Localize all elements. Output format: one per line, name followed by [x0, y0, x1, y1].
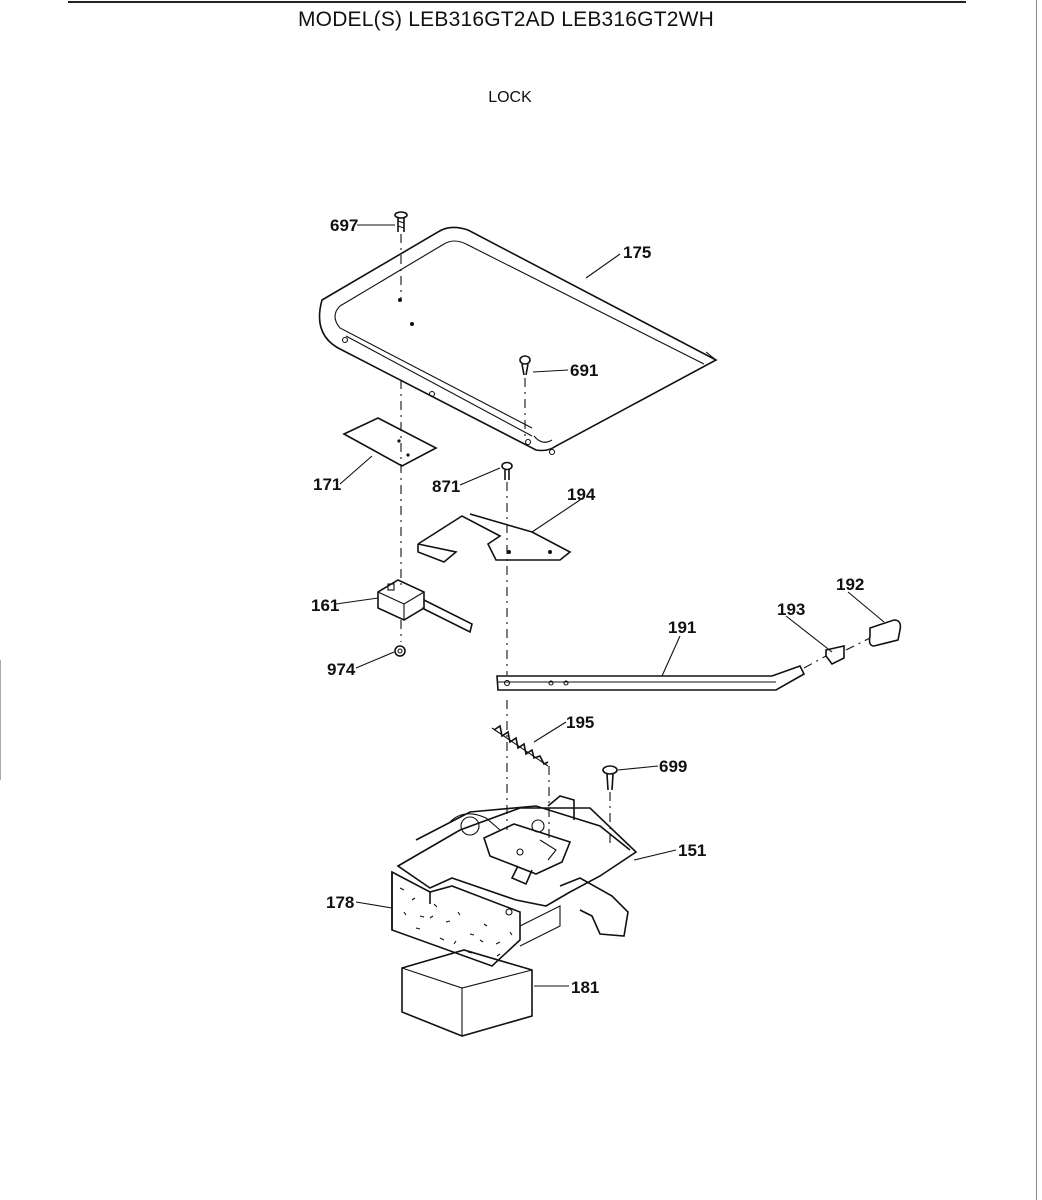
- callout-151: 151: [678, 841, 706, 860]
- callout-181: 181: [571, 978, 599, 997]
- part-871-screw: [501, 461, 513, 480]
- leader-lines: [335, 224, 885, 987]
- part-171-pad: [342, 417, 438, 467]
- callout-178: 178: [326, 893, 354, 912]
- callout-697: 697: [330, 216, 358, 235]
- callout-192: 192: [836, 575, 864, 594]
- model-numbers-title: MODEL(S) LEB316GT2AD LEB316GT2WH: [297, 8, 715, 31]
- part-191-rod: [496, 665, 806, 691]
- part-181-block: [401, 949, 533, 1037]
- part-195-spring: [491, 724, 549, 767]
- part-161-switch: [377, 579, 473, 634]
- callout-193: 193: [777, 600, 805, 619]
- section-title: LOCK: [488, 89, 532, 106]
- callout-161: 161: [311, 596, 339, 615]
- part-193-clip: [825, 645, 845, 666]
- part-178-insulation: [391, 870, 561, 967]
- callout-195: 195: [566, 713, 594, 732]
- callout-974: 974: [327, 660, 356, 679]
- left-margin-rule: [0, 660, 1, 780]
- part-192-knob: [868, 619, 902, 647]
- right-margin-rule: [1036, 0, 1037, 1200]
- part-699-screw: [602, 765, 618, 791]
- part-151-lock-mechanism: [396, 795, 638, 937]
- part-691-screw: [519, 355, 531, 376]
- part-194-bracket: [417, 513, 572, 563]
- part-697-screw: [394, 211, 408, 232]
- callout-191: 191: [668, 618, 696, 637]
- callout-871: 871: [432, 477, 460, 496]
- top-rule: [68, 1, 966, 3]
- part-175-cover-plate: [318, 226, 718, 456]
- callout-194: 194: [567, 485, 596, 504]
- callout-171: 171: [313, 475, 341, 494]
- part-974-nut: [394, 645, 406, 657]
- callout-691: 691: [570, 361, 598, 380]
- callout-175: 175: [623, 243, 651, 262]
- callout-699: 699: [659, 757, 687, 776]
